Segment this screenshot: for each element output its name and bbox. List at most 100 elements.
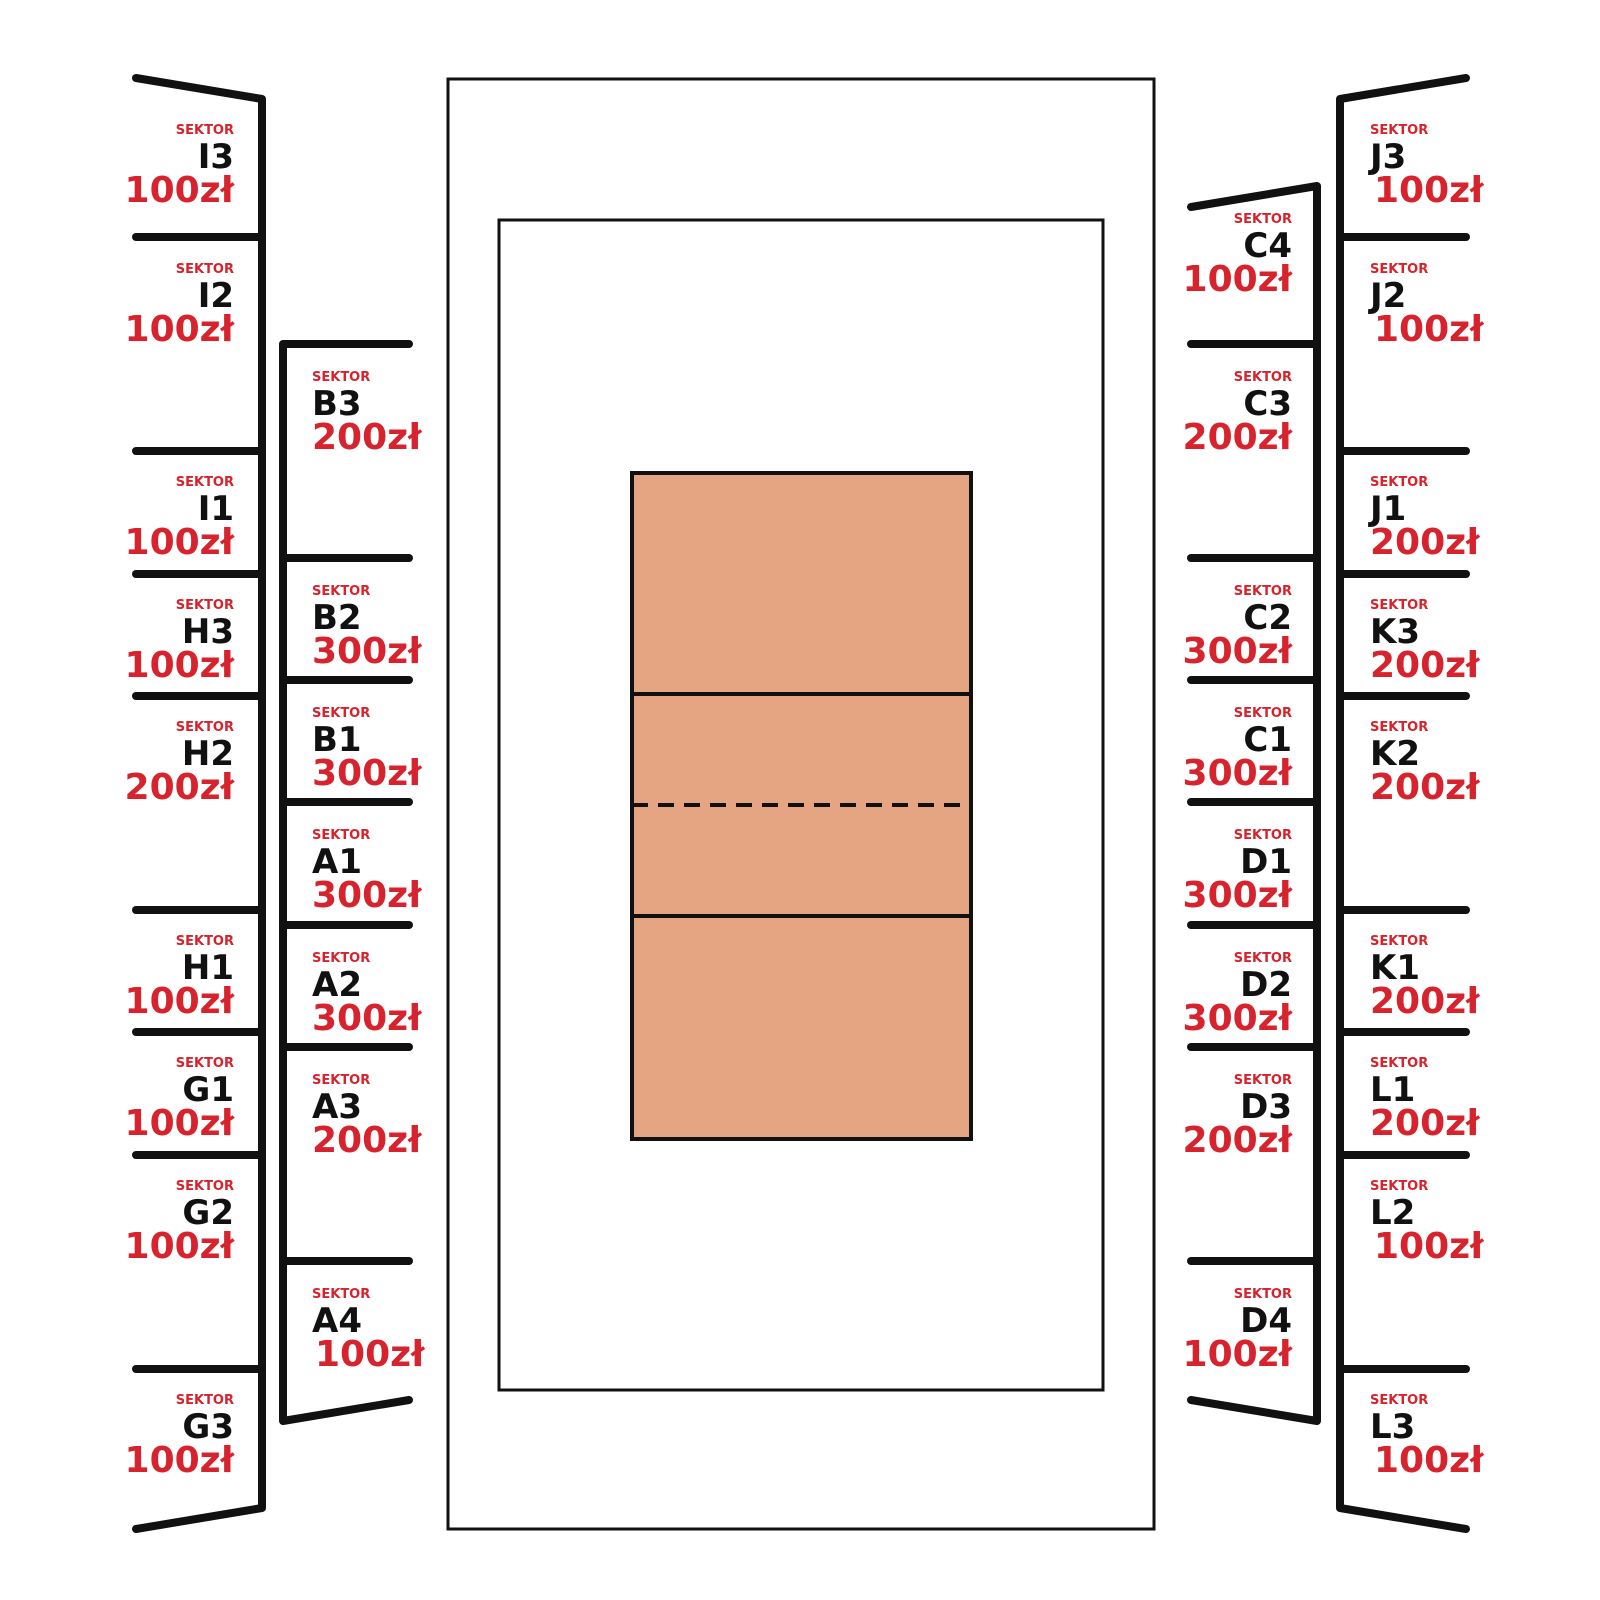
- sector-code: C3: [1243, 384, 1292, 424]
- sector-code: L1: [1370, 1070, 1415, 1110]
- sector-K3[interactable]: SEKTOR K3 200zł: [1370, 598, 1481, 686]
- arena-inner-boundary: [497, 218, 1105, 1392]
- sector-word: SEKTOR: [1370, 598, 1428, 613]
- left-outer-stand-outline: [132, 74, 266, 1533]
- sector-price: 100zł: [1374, 170, 1485, 211]
- sector-H2[interactable]: SEKTOR H2 200zł: [125, 720, 236, 808]
- sector-code: D2: [1240, 965, 1292, 1005]
- sector-word: SEKTOR: [176, 262, 234, 277]
- sector-price: 300zł: [1183, 998, 1294, 1039]
- sector-code: L3: [1370, 1407, 1415, 1447]
- stand-outlines: [132, 74, 1470, 1533]
- sector-H1[interactable]: SEKTOR H1 100zł: [125, 934, 236, 1022]
- sector-G2[interactable]: SEKTOR G2 100zł: [125, 1179, 236, 1267]
- sector-word: SEKTOR: [1234, 584, 1292, 599]
- sector-code: G1: [182, 1070, 234, 1110]
- sector-word: SEKTOR: [312, 1073, 370, 1088]
- sector-price: 100zł: [1374, 309, 1485, 350]
- sector-I3[interactable]: SEKTOR I3 100zł: [125, 123, 236, 211]
- arena-outer-boundary: [446, 77, 1156, 1531]
- sector-L2[interactable]: SEKTOR L2 100zł: [1370, 1179, 1485, 1267]
- sector-price: 100zł: [1374, 1440, 1485, 1481]
- sector-code: I1: [198, 489, 234, 529]
- sector-G3[interactable]: SEKTOR G3 100zł: [125, 1393, 236, 1481]
- sector-code: B3: [312, 384, 362, 424]
- sector-J1[interactable]: SEKTOR J1 200zł: [1368, 475, 1481, 563]
- sector-word: SEKTOR: [312, 951, 370, 966]
- sector-price: 200zł: [1370, 1103, 1481, 1144]
- sector-word: SEKTOR: [176, 123, 234, 138]
- sector-code: J1: [1368, 489, 1406, 529]
- sector-K2[interactable]: SEKTOR K2 200zł: [1370, 720, 1481, 808]
- sector-code: C2: [1243, 598, 1292, 638]
- sector-word: SEKTOR: [1234, 828, 1292, 843]
- sector-code: J3: [1368, 137, 1406, 177]
- sector-word: SEKTOR: [1234, 951, 1292, 966]
- sector-price: 100zł: [1183, 1334, 1294, 1375]
- sector-H3[interactable]: SEKTOR H3 100zł: [125, 598, 236, 686]
- sector-K1[interactable]: SEKTOR K1 200zł: [1370, 934, 1481, 1022]
- sector-word: SEKTOR: [176, 1056, 234, 1071]
- sector-code: B1: [312, 720, 362, 760]
- sector-L3[interactable]: SEKTOR L3 100zł: [1370, 1393, 1485, 1481]
- sector-price: 200zł: [1183, 1120, 1294, 1161]
- sector-word: SEKTOR: [1234, 1073, 1292, 1088]
- sector-J2[interactable]: SEKTOR J2 100zł: [1368, 262, 1485, 350]
- sector-word: SEKTOR: [1370, 1056, 1428, 1071]
- sector-A2[interactable]: SEKTOR A2 300zł: [312, 951, 423, 1039]
- sector-J3[interactable]: SEKTOR J3 100zł: [1368, 123, 1485, 211]
- sector-price: 100zł: [125, 170, 236, 211]
- sector-word: SEKTOR: [1234, 370, 1292, 385]
- sector-A1[interactable]: SEKTOR A1 300zł: [312, 828, 423, 916]
- sector-word: SEKTOR: [1370, 720, 1428, 735]
- sector-price: 200zł: [1370, 981, 1481, 1022]
- sector-C2[interactable]: SEKTOR C2 300zł: [1183, 584, 1294, 672]
- sector-C1[interactable]: SEKTOR C1 300zł: [1183, 706, 1294, 794]
- sector-code: A3: [312, 1087, 362, 1127]
- sector-word: SEKTOR: [1370, 1179, 1428, 1194]
- sector-price: 100zł: [125, 522, 236, 563]
- sector-I1[interactable]: SEKTOR I1 100zł: [125, 475, 236, 563]
- sector-price: 100zł: [1374, 1226, 1485, 1267]
- sector-D2[interactable]: SEKTOR D2 300zł: [1183, 951, 1294, 1039]
- sector-word: SEKTOR: [1234, 212, 1292, 227]
- sector-code: J2: [1368, 276, 1406, 316]
- sector-price: 100zł: [315, 1334, 426, 1375]
- sector-code: L2: [1370, 1193, 1415, 1233]
- sector-code: K3: [1370, 612, 1420, 652]
- sector-price: 100zł: [125, 1226, 236, 1267]
- sector-price: 300zł: [312, 631, 423, 672]
- sector-D1[interactable]: SEKTOR D1 300zł: [1183, 828, 1294, 916]
- sector-word: SEKTOR: [312, 1287, 370, 1302]
- sector-B1[interactable]: SEKTOR B1 300zł: [312, 706, 423, 794]
- sector-word: SEKTOR: [312, 370, 370, 385]
- sector-word: SEKTOR: [1234, 706, 1292, 721]
- left-inner-stand-outline: [279, 340, 413, 1425]
- sector-price: 100zł: [125, 981, 236, 1022]
- sector-L1[interactable]: SEKTOR L1 200zł: [1370, 1056, 1481, 1144]
- sector-A3[interactable]: SEKTOR A3 200zł: [312, 1073, 423, 1161]
- sector-price: 300zł: [312, 998, 423, 1039]
- sector-price: 200zł: [312, 417, 423, 458]
- sector-word: SEKTOR: [1370, 123, 1428, 138]
- sector-I2[interactable]: SEKTOR I2 100zł: [125, 262, 236, 350]
- sector-word: SEKTOR: [176, 598, 234, 613]
- sector-word: SEKTOR: [312, 584, 370, 599]
- sector-code: H3: [182, 612, 234, 652]
- sector-C4[interactable]: SEKTOR C4 100zł: [1183, 212, 1294, 300]
- sector-word: SEKTOR: [176, 1179, 234, 1194]
- sector-code: H2: [182, 734, 234, 774]
- sector-price: 300zł: [1183, 875, 1294, 916]
- sector-price: 100zł: [1183, 259, 1294, 300]
- sector-B3[interactable]: SEKTOR B3 200zł: [312, 370, 423, 458]
- sector-B2[interactable]: SEKTOR B2 300zł: [312, 584, 423, 672]
- sector-A4[interactable]: SEKTOR A4 100zł: [312, 1287, 426, 1375]
- sector-C3[interactable]: SEKTOR C3 200zł: [1183, 370, 1294, 458]
- sector-price: 200zł: [312, 1120, 423, 1161]
- sector-D4[interactable]: SEKTOR D4 100zł: [1183, 1287, 1294, 1375]
- sector-code: D1: [1240, 842, 1292, 882]
- sector-G1[interactable]: SEKTOR G1 100zł: [125, 1056, 236, 1144]
- sector-price: 300zł: [1183, 753, 1294, 794]
- sector-D3[interactable]: SEKTOR D3 200zł: [1183, 1073, 1294, 1161]
